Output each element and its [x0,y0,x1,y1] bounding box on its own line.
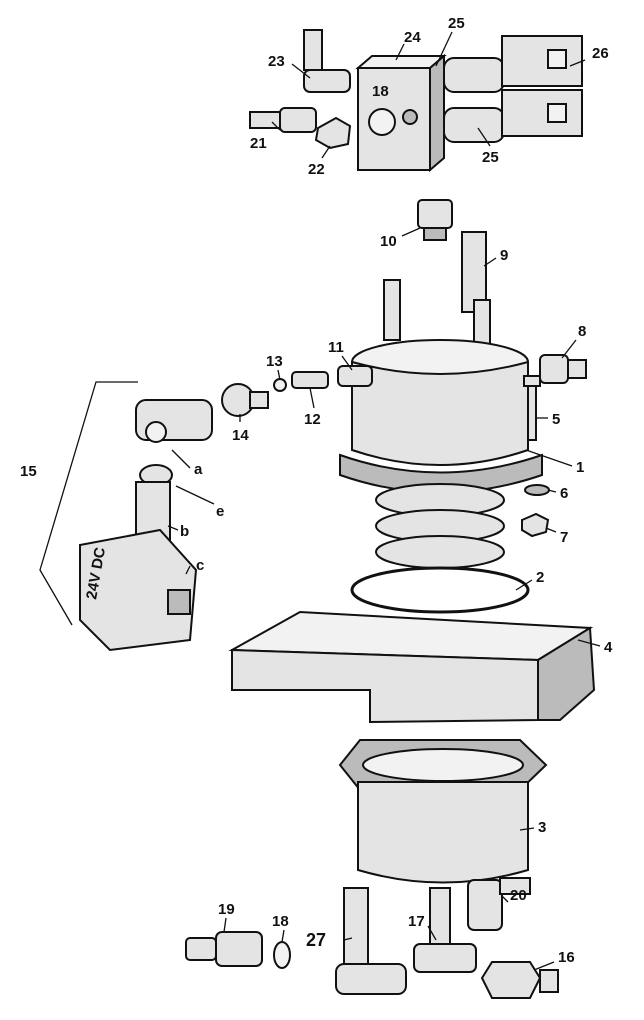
leader-lines [167,31,601,971]
label-a: a [194,461,203,478]
label-24: 24 [404,29,421,46]
label-12: 12 [304,411,321,428]
part-26-solenoids [501,35,583,137]
part-7-nut [521,512,550,538]
label-3: 3 [538,819,546,836]
label-25-top: 25 [448,15,465,32]
part-13-washer [273,378,287,392]
label-27: 27 [306,930,326,950]
label-26: 26 [592,45,609,62]
part-5-bolt [523,375,541,441]
part-22-nut [314,116,352,150]
part-12-pin [291,371,329,389]
part-6-washer [524,484,550,496]
label-14: 14 [232,427,249,444]
label-b: b [180,523,189,540]
label-19: 19 [218,901,235,918]
label-4: 4 [604,639,613,656]
label-18-bottom: 18 [272,913,289,930]
part-18-oring [273,941,291,969]
label-17: 17 [408,913,425,930]
heating-coil [375,483,505,569]
part-23-elbow [303,29,351,93]
label-9: 9 [500,247,508,264]
label-23: 23 [268,53,285,70]
part-9-element [461,231,487,313]
label-21: 21 [250,135,267,152]
part-10-thermostat [417,199,453,241]
part-27-elbow [335,887,407,995]
part-2-gasket [350,566,530,614]
label-11: 11 [328,339,344,356]
label-5: 5 [552,411,560,428]
label-e: e [216,503,224,520]
label-c: c [196,557,204,574]
part-3-cup [338,739,548,884]
part-15-solenoid-valve: 24V DC [39,381,213,652]
part-20-valve [467,877,531,931]
part-1-boiler [339,279,543,494]
label-8: 8 [578,323,586,340]
label-25-bottom: 25 [482,149,499,166]
label-16: 16 [558,949,575,966]
part-25-tubes [443,57,505,143]
part-4-frame [228,610,596,724]
label-10: 10 [380,233,397,250]
label-7: 7 [560,529,568,546]
label-13: 13 [266,353,283,370]
label-18-top: 18 [372,83,389,100]
label-1: 1 [576,459,584,476]
part-21-fitting [249,107,317,133]
label-15: 15 [20,463,37,480]
part-19-fitting [185,931,263,967]
part-8-fitting [539,354,587,384]
part-17-elbow [413,887,477,973]
part-24-block [355,53,447,173]
part-11-fitting [337,365,373,387]
part-14-valve [221,383,269,417]
part-16-fitting [480,961,559,999]
label-20: 20 [510,887,527,904]
label-22: 22 [308,161,325,178]
label-6: 6 [560,485,568,502]
label-2: 2 [536,569,544,586]
